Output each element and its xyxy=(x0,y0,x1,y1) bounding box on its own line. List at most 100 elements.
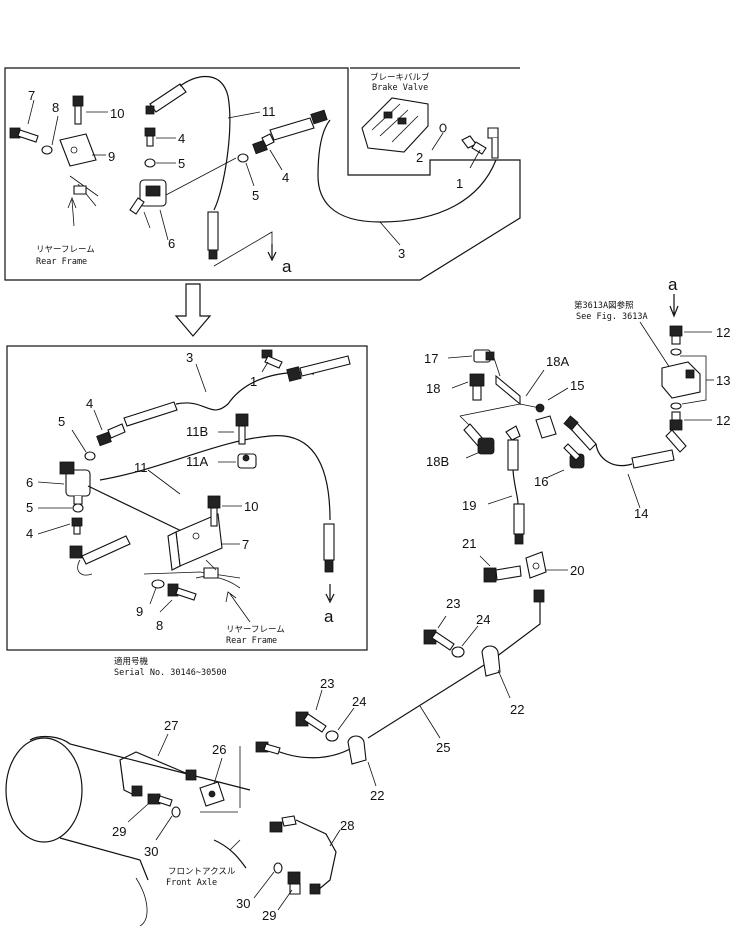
label-4-mid: 4 xyxy=(86,396,93,411)
leader-21 xyxy=(479,555,491,567)
clamp-22-lower xyxy=(347,735,367,765)
label-10-mid: 10 xyxy=(244,499,258,514)
valve-6-top xyxy=(129,179,167,229)
hose-19 xyxy=(505,425,525,545)
label-24-upper: 24 xyxy=(476,612,490,627)
hose-3-mid xyxy=(123,355,351,427)
brake-valve xyxy=(361,97,429,153)
washer-5-mid xyxy=(84,451,96,461)
connector-25-end xyxy=(255,741,281,755)
label-29-upper: 29 xyxy=(112,824,126,839)
clamp-22-upper xyxy=(481,645,501,677)
caption-rear-frame-jp-mid: リヤーフレーム xyxy=(226,625,285,635)
label-5-mid: 5 xyxy=(58,414,65,429)
elbow-fitting-1 xyxy=(461,127,499,159)
leader-9-mid xyxy=(149,587,157,605)
label-26: 26 xyxy=(212,742,226,757)
leader-14 xyxy=(627,473,641,509)
label-17: 17 xyxy=(424,351,438,366)
leader-18 xyxy=(451,381,469,389)
label-10-top: 10 xyxy=(110,106,124,121)
hose-lower-mid xyxy=(69,535,131,576)
leader-24-upper xyxy=(461,625,479,647)
label-2-top: 2 xyxy=(416,150,423,165)
bolt-29-upper xyxy=(147,793,173,807)
leader-11-mid xyxy=(147,469,181,495)
bracket-18a xyxy=(459,374,541,427)
label-1-mid: 1 xyxy=(250,374,257,389)
bolt-11b xyxy=(235,413,249,445)
leader-26 xyxy=(213,757,223,785)
leader-see-fig xyxy=(639,321,671,369)
washer-5-top xyxy=(144,158,156,168)
caption-brake-valve-en: Brake Valve xyxy=(372,83,428,93)
valve-tube-top xyxy=(165,157,237,196)
top-panel-frame xyxy=(4,67,521,281)
label-23-lower: 23 xyxy=(320,676,334,691)
label-5-mid-low: 5 xyxy=(26,500,33,515)
label-6-top: 6 xyxy=(168,236,175,251)
leader-28 xyxy=(329,829,341,847)
label-4-top-right: 4 xyxy=(282,170,289,185)
leader-8-mid xyxy=(159,599,173,613)
ref-a-arrow-mid xyxy=(325,584,335,604)
leader-5-top-right xyxy=(245,162,255,187)
label-12-low: 12 xyxy=(716,413,730,428)
label-5-top-right: 5 xyxy=(252,188,259,203)
caption-front-axle-jp: フロントアクスル xyxy=(168,867,236,877)
ref-a-arrow-right xyxy=(669,294,679,318)
washer-8-top xyxy=(41,145,53,155)
leader-25 xyxy=(419,705,441,739)
caption-see-fig-jp: 第3613A図参照 xyxy=(574,300,634,311)
leader-4-top-right xyxy=(269,149,283,171)
clip-20 xyxy=(525,551,547,579)
ref-a-line-top xyxy=(213,231,273,267)
hose-14 xyxy=(563,415,687,469)
fitting-12-low xyxy=(669,411,683,431)
leader-1 xyxy=(469,149,481,169)
label-13: 13 xyxy=(716,373,730,388)
label-18: 18 xyxy=(426,381,440,396)
label-9-top: 9 xyxy=(108,149,115,164)
front-axle xyxy=(5,735,251,926)
leader-11 xyxy=(227,111,261,119)
bolt-29-lower xyxy=(287,871,301,895)
leader-30-lower xyxy=(253,871,275,899)
o-ring-12-low xyxy=(670,402,682,410)
leader-17 xyxy=(447,355,473,359)
tube-25 xyxy=(269,589,545,759)
leader-15 xyxy=(547,387,569,401)
label-11-mid: 11 xyxy=(134,460,148,475)
fitting-4-top xyxy=(144,127,156,147)
label-12-top: 12 xyxy=(716,325,730,340)
leader-6-mid xyxy=(37,481,65,485)
label-a-right: a xyxy=(668,275,678,294)
label-21: 21 xyxy=(462,536,476,551)
washer-9-mid xyxy=(151,579,165,589)
fitting-18b xyxy=(463,423,495,455)
label-11a: 11A xyxy=(186,454,208,469)
bracket-13 xyxy=(680,355,707,405)
caption-front-axle-en: Front Axle xyxy=(166,878,217,888)
washer-24-lower xyxy=(325,730,339,742)
bolt-18 xyxy=(469,373,485,401)
fitting-12-top xyxy=(669,325,683,345)
label-20: 20 xyxy=(570,563,584,578)
washer-24-upper xyxy=(451,646,465,658)
leader-29-lower xyxy=(277,889,293,911)
bolt-7-top xyxy=(9,127,39,143)
leader-16 xyxy=(545,469,565,479)
caption-serial-jp: 適用号機 xyxy=(114,656,149,667)
label-24-lower: 24 xyxy=(352,694,366,709)
hose-11-upper xyxy=(145,75,231,260)
hose-3-top xyxy=(317,119,497,223)
bracket-small-mid xyxy=(203,559,219,579)
bolt-8-mid xyxy=(167,583,197,601)
label-9-mid: 9 xyxy=(136,604,143,619)
label-19: 19 xyxy=(462,498,476,513)
label-23-upper: 23 xyxy=(446,596,460,611)
rear-frame-arrow-mid xyxy=(225,591,251,623)
bracket-7-mid xyxy=(167,513,223,571)
label-22-upper: 22 xyxy=(510,702,524,717)
